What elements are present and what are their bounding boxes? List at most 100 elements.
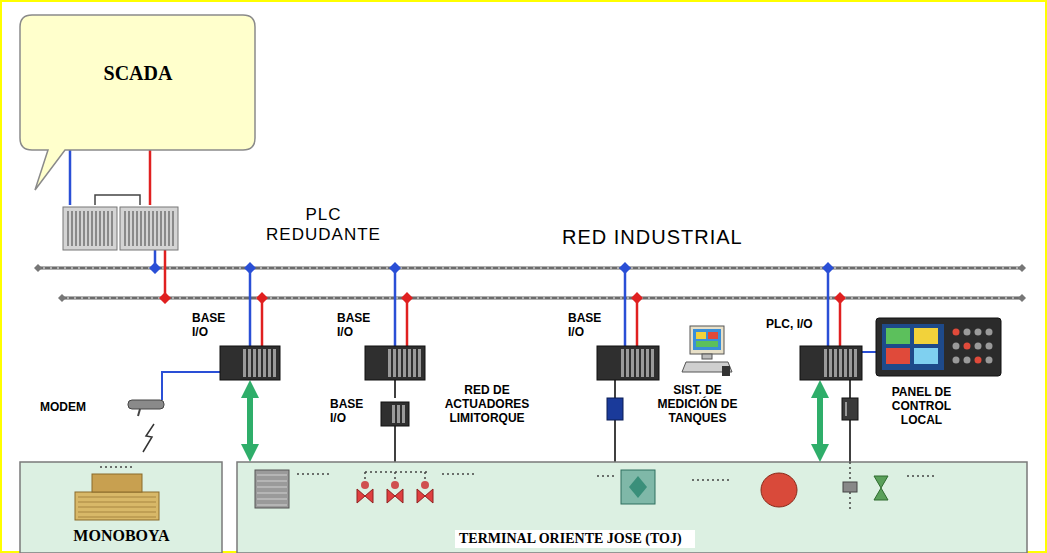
valve-icon bbox=[387, 489, 403, 503]
io-base: BASE I/O bbox=[568, 312, 659, 380]
industrial-bus bbox=[38, 267, 1022, 269]
io-slot bbox=[829, 349, 832, 377]
panel-button bbox=[953, 357, 960, 364]
io-slot bbox=[641, 349, 644, 377]
signal-line bbox=[149, 150, 152, 205]
monobuoy-area-shape bbox=[78, 512, 156, 513]
plc-rack bbox=[67, 211, 69, 246]
io-base-shape bbox=[220, 346, 280, 380]
bus-dropline bbox=[636, 298, 639, 346]
io-slot bbox=[268, 349, 271, 377]
io-slot bbox=[273, 349, 276, 377]
local-control-panel-shape bbox=[914, 328, 938, 344]
plc-rack bbox=[144, 211, 146, 246]
panel-button bbox=[953, 343, 960, 350]
plc-rack bbox=[120, 207, 178, 250]
plc-rack bbox=[75, 211, 77, 246]
signal-line bbox=[862, 351, 876, 353]
dotted-link bbox=[597, 475, 617, 477]
io-slot bbox=[263, 349, 266, 377]
area-ground bbox=[20, 462, 222, 553]
dotted-link bbox=[907, 475, 937, 477]
tank-measurement-station-shape bbox=[682, 326, 730, 378]
node-label: MONOBOYA bbox=[20, 527, 223, 545]
io-module bbox=[845, 402, 847, 416]
io-slot bbox=[839, 349, 842, 377]
panel-button bbox=[964, 357, 971, 364]
bus-tap bbox=[149, 262, 846, 304]
plc-rack bbox=[140, 211, 142, 246]
monobuoy-area-shape bbox=[78, 497, 156, 498]
plc-io-base: PLC, I/O bbox=[766, 318, 862, 380]
plc-rack bbox=[111, 211, 113, 246]
bus-dropline bbox=[249, 268, 252, 346]
io-slot bbox=[636, 349, 639, 377]
plc-rack bbox=[99, 211, 101, 246]
redundant-plc: PLC REDUDANTE bbox=[63, 205, 385, 250]
signal-line bbox=[849, 380, 851, 462]
plc-rack bbox=[63, 207, 117, 250]
local-control-panel: PANEL DE CONTROL LOCAL bbox=[876, 318, 1001, 428]
io-slot bbox=[626, 349, 629, 377]
plc-link bbox=[95, 195, 140, 205]
bus-dropline bbox=[406, 298, 409, 346]
instrument-icon bbox=[843, 482, 857, 492]
tank-measurement-station: SIST. DE MEDICIÓN DE TANQUES bbox=[656, 326, 739, 426]
terminal-area-shape bbox=[629, 476, 647, 498]
io-slot bbox=[824, 349, 827, 377]
terminal-area: TERMINAL ORIENTE JOSE (TOJ) bbox=[237, 462, 1027, 553]
panel-frame bbox=[876, 318, 1001, 376]
local-control-panel-shape bbox=[886, 328, 910, 344]
monobuoy-area-shape bbox=[78, 502, 156, 503]
local-control-panel-shape bbox=[914, 348, 938, 364]
io-slot bbox=[408, 349, 411, 377]
io-slot bbox=[388, 349, 391, 377]
tank-measurement-station-shape bbox=[696, 341, 718, 347]
io-slot bbox=[397, 405, 400, 423]
node-label: SIST. DE MEDICIÓN DE TANQUES bbox=[656, 384, 739, 425]
io-slot bbox=[834, 349, 837, 377]
plc-rack bbox=[63, 207, 117, 250]
bus-dropline bbox=[827, 268, 830, 346]
monobuoy-area-shape bbox=[78, 517, 156, 518]
dotted-link bbox=[297, 473, 329, 475]
tank-gauge-icon bbox=[621, 470, 655, 504]
node-label: BASE I/O bbox=[330, 398, 375, 426]
industrial-bus bbox=[62, 297, 1022, 299]
double-arrow bbox=[817, 398, 823, 444]
panel-button bbox=[975, 329, 982, 336]
tank-measurement-station-shape bbox=[696, 332, 706, 339]
panel-button bbox=[986, 343, 993, 350]
plc-rack bbox=[103, 211, 105, 246]
dotted-link bbox=[394, 472, 396, 482]
signal-line bbox=[394, 426, 396, 462]
scada-callout: SCADA bbox=[20, 15, 256, 150]
panel-button bbox=[953, 329, 960, 336]
io-base-shape bbox=[381, 402, 409, 426]
double-arrow bbox=[247, 398, 253, 444]
modem-symbol bbox=[143, 424, 154, 452]
plc-rack bbox=[160, 211, 162, 246]
io-slot bbox=[413, 349, 416, 377]
io-base-shape bbox=[365, 346, 425, 380]
io-slot bbox=[398, 349, 401, 377]
io-slot bbox=[651, 349, 654, 377]
io-slot bbox=[854, 349, 857, 377]
terminal-area-shape bbox=[257, 499, 287, 500]
dotted-link bbox=[442, 473, 477, 475]
io-slot bbox=[403, 349, 406, 377]
plc-rack bbox=[168, 211, 170, 246]
plc-rack bbox=[91, 211, 93, 246]
plc-rack bbox=[132, 211, 134, 246]
terminal-area-shape bbox=[257, 481, 287, 482]
dotted-link bbox=[364, 472, 366, 482]
industrial-bus bbox=[62, 296, 1022, 300]
panel-button bbox=[964, 329, 971, 336]
io-slot bbox=[646, 349, 649, 377]
signal-line bbox=[614, 380, 616, 462]
node-label: PLC REDUDANTE bbox=[262, 205, 385, 244]
plc-rack bbox=[120, 207, 178, 250]
bus-tap bbox=[149, 262, 834, 274]
bus-dropline bbox=[394, 268, 397, 346]
io-base: BASE I/O bbox=[192, 312, 280, 380]
